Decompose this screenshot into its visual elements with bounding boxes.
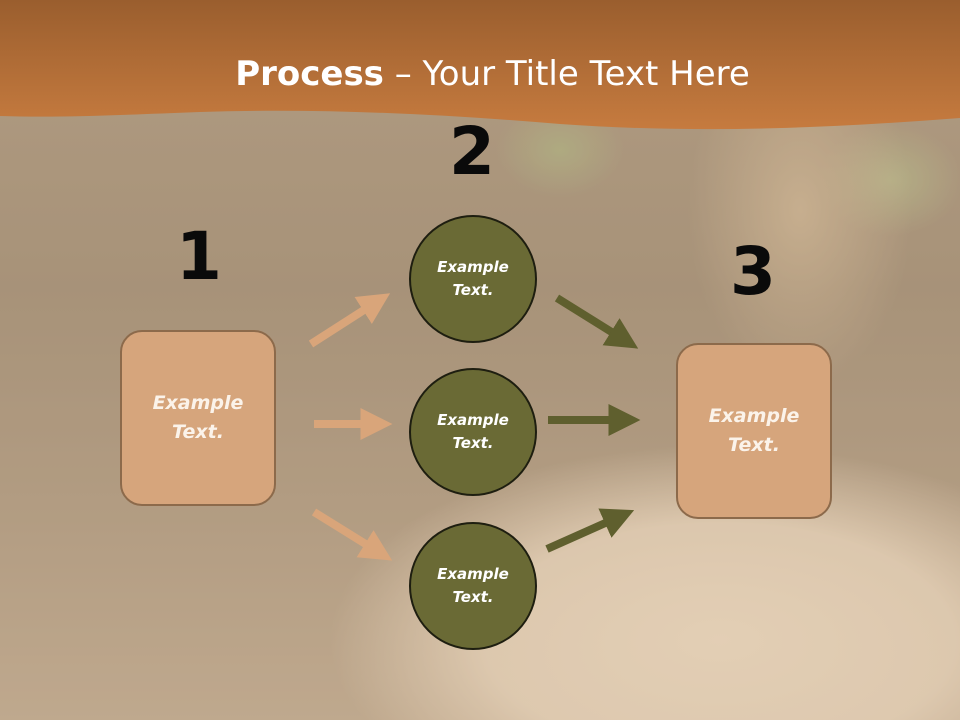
circle-middle-line-2: Text. (452, 434, 494, 452)
left-box-line-2: Text. (172, 421, 224, 443)
circle-bottom-line-1: Example (437, 565, 509, 583)
process-circle-top: Example Text. (409, 215, 537, 343)
circle-top-line-1: Example (437, 258, 509, 276)
title-bold: Process (235, 54, 384, 94)
left-process-box: Example Text. (120, 330, 276, 506)
arrow-bottom-to-right (545, 508, 635, 553)
right-process-box: Example Text. (676, 343, 832, 519)
process-circle-middle: Example Text. (409, 368, 537, 496)
circle-top-line-2: Text. (452, 281, 494, 299)
step-number-3: 3 (730, 233, 776, 310)
title-rest: – Your Title Text Here (383, 54, 750, 94)
process-circle-bottom: Example Text. (409, 522, 537, 650)
circle-middle-line-1: Example (437, 411, 509, 429)
step-number-1: 1 (176, 218, 222, 295)
page-title: Process – Your Title Text Here (0, 52, 960, 96)
circle-bottom-line-2: Text. (452, 588, 494, 606)
left-box-line-1: Example (152, 392, 244, 414)
step-number-2: 2 (449, 113, 495, 190)
title-banner (0, 0, 960, 130)
right-box-line-1: Example (708, 405, 800, 427)
right-box-line-2: Text. (728, 434, 780, 456)
arrow-left-to-bottom (311, 508, 393, 561)
arrow-left-to-top (308, 293, 391, 348)
arrow-top-to-right (554, 294, 639, 349)
